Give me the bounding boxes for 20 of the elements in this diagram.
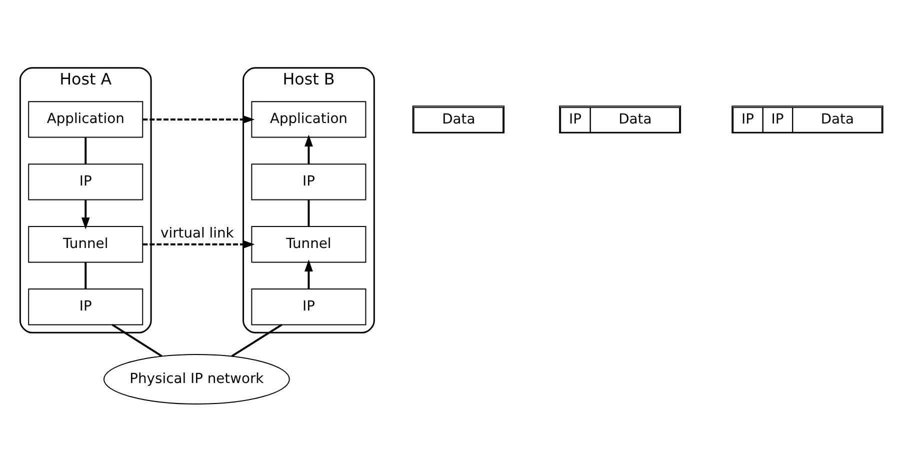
connector (308, 200, 310, 226)
node-box: Application (28, 100, 144, 138)
edge-label: virtual link (160, 225, 234, 242)
connector (231, 323, 282, 357)
node-box: Application (251, 100, 366, 138)
connector (112, 323, 162, 357)
node-box: Tunnel (251, 226, 366, 262)
node-box: Tunnel (28, 226, 144, 262)
node-ellipse: Physical IP network (103, 353, 290, 404)
node-box: IP (28, 163, 144, 200)
connector (84, 137, 87, 164)
arrow (142, 114, 255, 124)
arrow (142, 240, 255, 248)
node-box: IP (251, 163, 366, 200)
arrow (304, 259, 313, 288)
node-box: IP (28, 288, 144, 325)
arrow (304, 134, 313, 164)
node-box: IP (251, 288, 366, 325)
arrow (81, 200, 90, 229)
connector (84, 262, 87, 288)
